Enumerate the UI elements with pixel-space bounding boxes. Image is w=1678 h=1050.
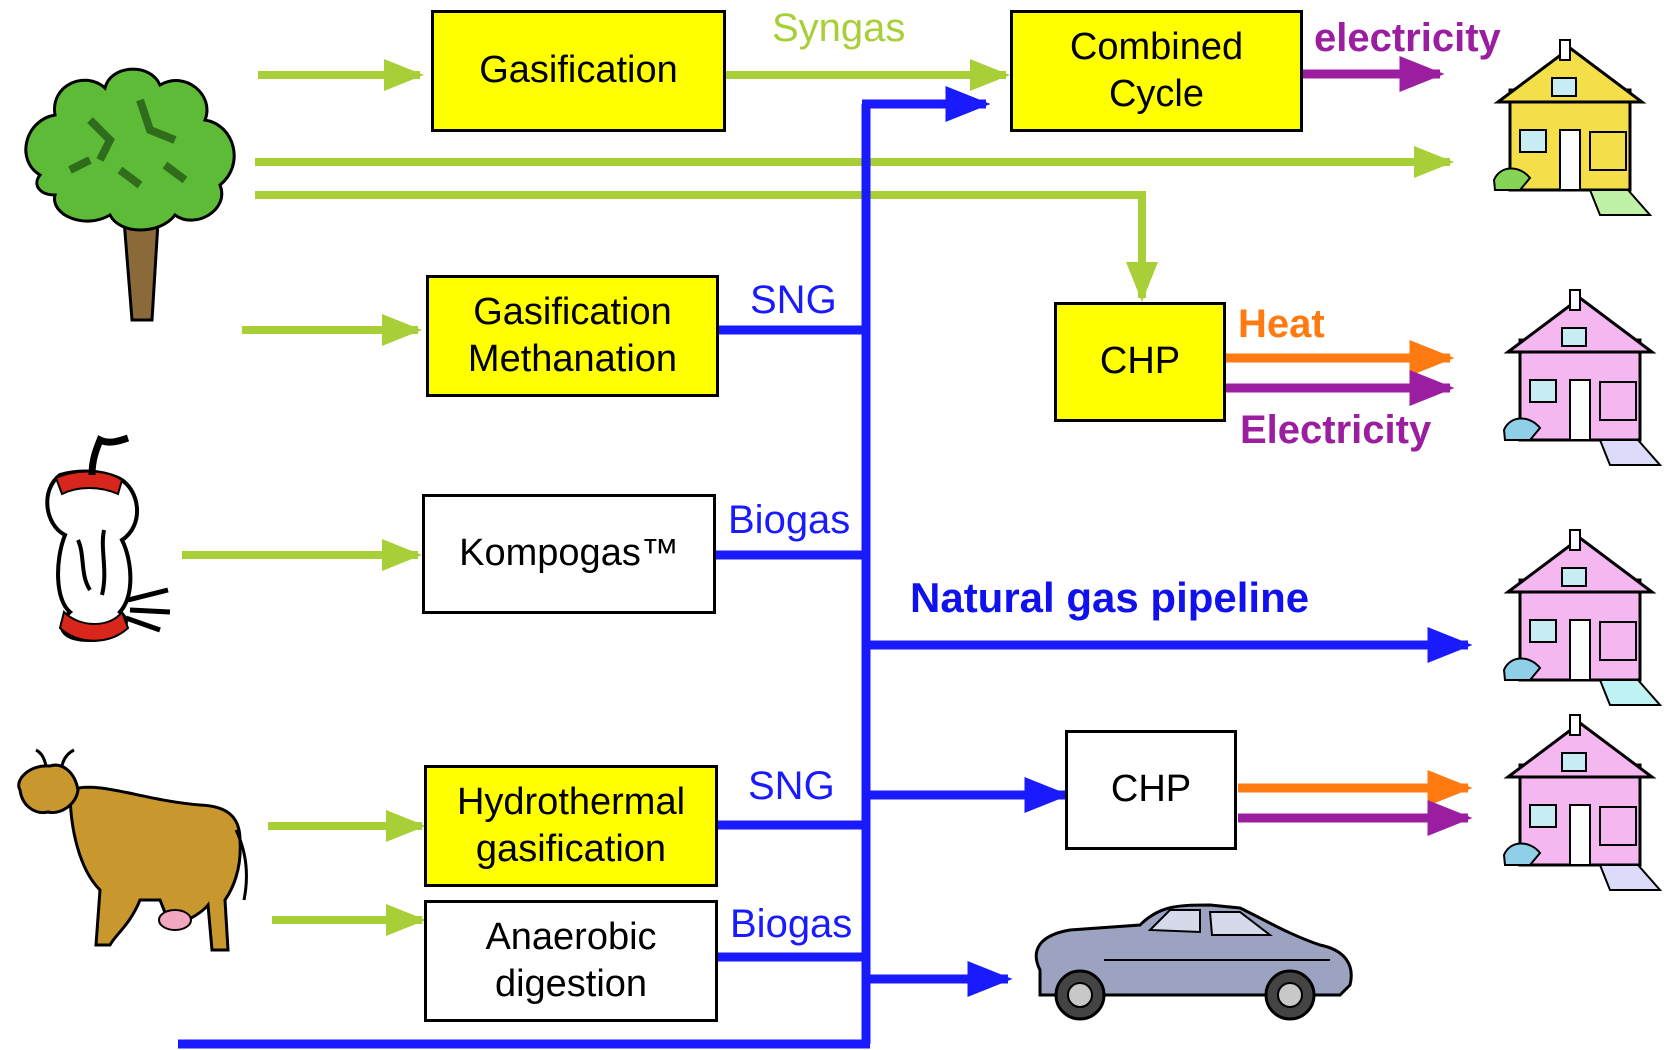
- chp-bottom-box: CHP: [1065, 730, 1237, 850]
- energy-outputs: [1226, 56, 1473, 836]
- pipeline-label: Natural gas pipeline: [910, 574, 1310, 621]
- biomass-flows: [182, 59, 1454, 936]
- gasification-methanation-label: Gasification Methanation: [467, 290, 678, 381]
- gasification-label: Gasification: [479, 49, 678, 92]
- syngas-label: Syngas: [772, 6, 906, 50]
- anaerobic-digestion-box: Anaerobic digestion: [424, 900, 718, 1022]
- sng-label-2: SNG: [748, 764, 835, 808]
- car-icon: [1034, 903, 1353, 1021]
- house-icon-2: [1502, 289, 1663, 466]
- chp-top-label: CHP: [1099, 340, 1181, 383]
- kompogas-box: Kompogas™: [422, 494, 716, 614]
- chp-bottom-label: CHP: [1110, 768, 1192, 811]
- hydrothermal-gasification-box: Hydrothermal gasification: [424, 765, 718, 887]
- hydrothermal-gasification-label: Hydrothermal gasification: [456, 780, 686, 871]
- heat-label: Heat: [1238, 302, 1325, 346]
- arrow-tree-to-chp: [255, 191, 1158, 302]
- anaerobic-digestion-label: Anaerobic digestion: [485, 915, 657, 1006]
- electricity-top-label: electricity: [1314, 16, 1501, 60]
- gas-network: [178, 86, 1473, 1049]
- house-icon-4: [1502, 714, 1663, 891]
- house-icon-3: [1502, 529, 1663, 706]
- electricity-chp-label: Electricity: [1240, 408, 1432, 452]
- chp-top-box: CHP: [1054, 302, 1226, 422]
- kompogas-label: Kompogas™: [459, 532, 679, 575]
- house-icon-1: [1492, 39, 1653, 216]
- biogas-label-1: Biogas: [728, 498, 851, 542]
- tree-icon: [24, 67, 236, 322]
- combined-cycle-box: Combined Cycle: [1010, 10, 1303, 132]
- biogas-label-2: Biogas: [730, 902, 853, 946]
- apple-core-icon: [45, 434, 171, 643]
- combined-cycle-label: Combined Cycle: [1069, 25, 1244, 116]
- gasification-box: Gasification: [431, 10, 726, 132]
- cow-icon: [17, 748, 248, 952]
- sng-label-1: SNG: [750, 278, 837, 322]
- gasification-methanation-box: Gasification Methanation: [426, 275, 719, 397]
